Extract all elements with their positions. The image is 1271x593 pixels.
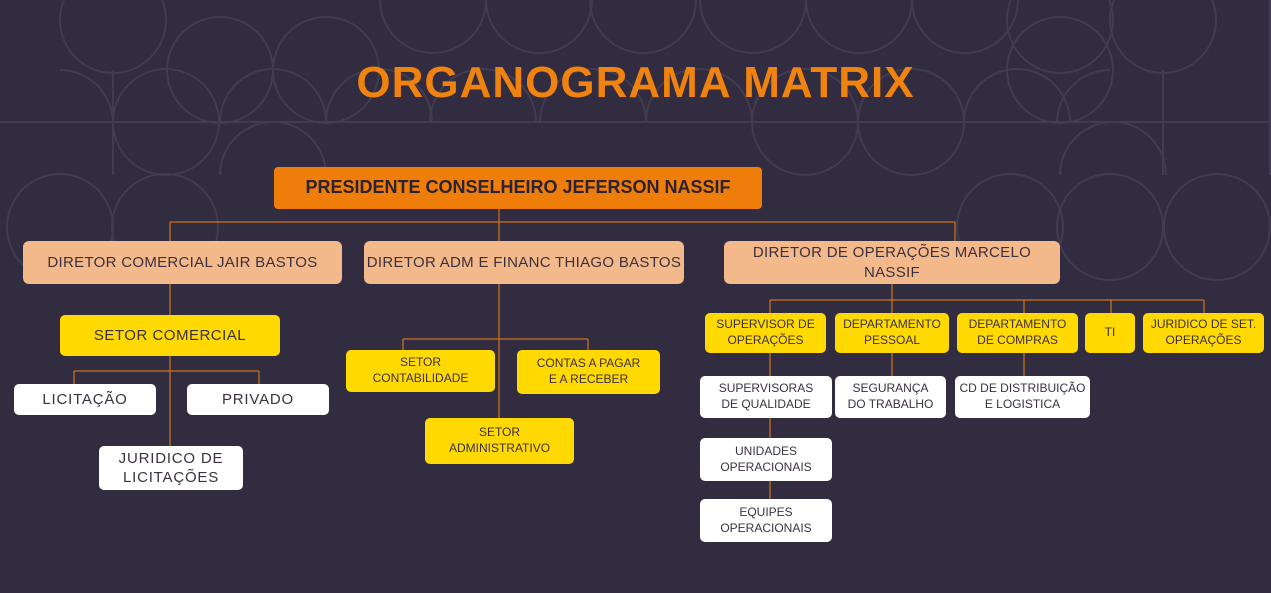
node-unidades-operacionais: UNIDADES OPERACIONAIS <box>700 438 832 481</box>
page-title: ORGANOGRAMA MATRIX <box>356 58 915 107</box>
node-departamento-compras: DEPARTAMENTO DE COMPRAS <box>957 313 1078 353</box>
node-juridico-operacoes: JURIDICO DE SET. OPERAÇÕES <box>1143 313 1264 353</box>
node-director-operacoes: DIRETOR DE OPERAÇÕES MARCELO NASSIF <box>724 241 1060 284</box>
node-supervisoras-qualidade: SUPERVISORAS DE QUALIDADE <box>700 376 832 418</box>
node-cd-distribuicao: CD DE DISTRIBUIÇÃO E LOGISTICA <box>955 376 1090 418</box>
node-juridico-licitacoes: JURIDICO DE LICITAÇÕES <box>99 446 243 490</box>
node-setor-comercial: SETOR COMERCIAL <box>60 315 280 356</box>
node-ti: TI <box>1085 313 1135 353</box>
node-supervisor-operacoes: SUPERVISOR DE OPERAÇÕES <box>705 313 826 353</box>
node-departamento-pessoal: DEPARTAMENTO PESSOAL <box>835 313 949 353</box>
node-licitacao: LICITAÇÃO <box>14 384 156 415</box>
node-director-comercial: DIRETOR COMERCIAL JAIR BASTOS <box>23 241 342 284</box>
node-equipes-operacionais: EQUIPES OPERACIONAIS <box>700 499 832 542</box>
node-contas-pagar-receber: CONTAS A PAGAR E A RECEBER <box>517 350 660 394</box>
node-director-adm: DIRETOR ADM E FINANC THIAGO BASTOS <box>364 241 684 284</box>
node-president: PRESIDENTE CONSELHEIRO JEFERSON NASSIF <box>274 167 762 209</box>
node-setor-contabilidade: SETOR CONTABILIDADE <box>346 350 495 392</box>
node-seguranca-trabalho: SEGURANÇA DO TRABALHO <box>835 376 946 418</box>
node-setor-administrativo: SETOR ADMINISTRATIVO <box>425 418 574 464</box>
node-privado: PRIVADO <box>187 384 329 415</box>
